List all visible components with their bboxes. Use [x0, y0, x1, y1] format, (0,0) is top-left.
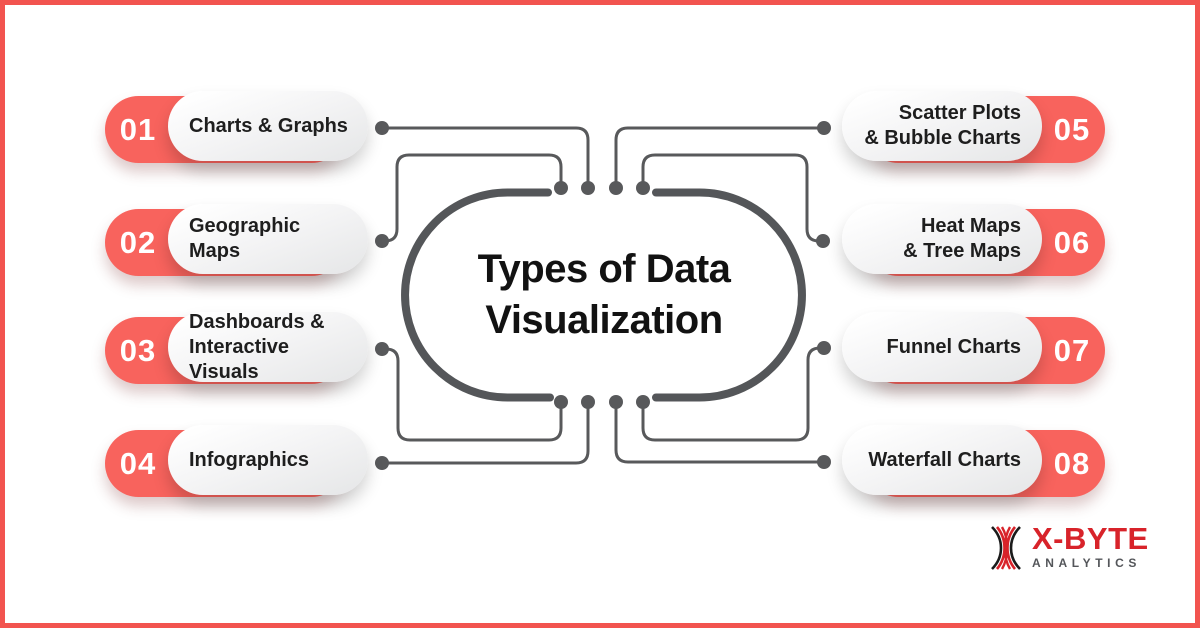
label-pill: [168, 425, 368, 495]
connector-item-03: [382, 347, 563, 442]
capsule-dot-top-2: [581, 181, 595, 195]
brand-subtitle: ANALYTICS: [1032, 556, 1141, 570]
item-geographic-maps: 02 Geographic Maps: [105, 204, 385, 278]
capsule-dot-top-1: [554, 181, 568, 195]
item-label: Waterfall Charts: [842, 425, 1042, 495]
item-charts-and-graphs: 01 Charts & Graphs: [105, 91, 385, 165]
label-pill: [168, 312, 368, 382]
capsule-dot-top-3: [609, 181, 623, 195]
item-funnel-charts: 07 Funnel Charts: [825, 312, 1105, 386]
label-pill: [168, 204, 368, 274]
item-waterfall-charts: 08 Waterfall Charts: [825, 425, 1105, 499]
brand-name: X-BYTE: [1032, 521, 1149, 556]
label-line: & Bubble Charts: [864, 127, 1021, 149]
label-line: Infographics: [189, 448, 310, 471]
brand-text: X-BYTE ANALYTICS: [1032, 521, 1149, 570]
label-line: Heat Maps: [920, 215, 1021, 237]
item-number: 08: [1053, 445, 1091, 481]
item-label: Charts & Graphs: [168, 91, 368, 161]
label-line: & Tree Maps: [903, 240, 1021, 262]
connector-item-02: [382, 153, 563, 243]
item-label: Infographics: [168, 425, 368, 495]
item-infographics: 04 Infographics: [105, 425, 385, 499]
label-line: Waterfall Charts: [868, 448, 1021, 471]
label-pill: [842, 425, 1042, 495]
label-line: Charts & Graphs: [189, 114, 348, 137]
connector-item-06: [641, 153, 823, 243]
label-line: Funnel Charts: [886, 335, 1021, 358]
label-line: Dashboards &: [189, 310, 325, 333]
item-number: 02: [119, 224, 157, 260]
item-number: 07: [1053, 332, 1091, 368]
item-dashboards-interactive-visuals: 03 Dashboards & Interactive Visuals: [105, 310, 385, 386]
item-number: 04: [119, 445, 157, 481]
label-line: Geographic Maps: [189, 215, 301, 262]
brand-logo: X-BYTE ANALYTICS: [989, 521, 1149, 572]
label-pill: [842, 91, 1042, 161]
item-label: Funnel Charts: [842, 312, 1042, 382]
item-label: Scatter Plots & Bubble Charts: [842, 91, 1042, 161]
item-number: 06: [1053, 224, 1091, 260]
item-heat-maps-tree-maps: 06 Heat Maps & Tree Maps: [825, 204, 1105, 278]
label-pill: [842, 204, 1042, 274]
connector-item-07: [641, 346, 824, 442]
title-line-1: Types of Data: [477, 247, 731, 291]
item-number: 01: [119, 111, 157, 147]
capsule-dot-bottom-1: [554, 395, 568, 409]
item-scatter-plots-bubble-charts: 05 Scatter Plots & Bubble Charts: [825, 91, 1105, 165]
item-label: Dashboards & Interactive Visuals: [168, 310, 368, 383]
label-line: Interactive Visuals: [189, 335, 290, 383]
connector-item-05: [614, 126, 824, 188]
page-title: Types of Data Visualization: [405, 244, 803, 346]
title-line-2: Visualization: [485, 298, 723, 342]
item-label: Geographic Maps: [168, 204, 368, 274]
capsule-dot-bottom-3: [609, 395, 623, 409]
capsule-dot-bottom-2: [581, 395, 595, 409]
label-pill: [842, 312, 1042, 382]
connector-item-01: [382, 126, 590, 188]
label-pill: [168, 91, 368, 161]
item-number: 03: [119, 332, 157, 368]
item-number: 05: [1053, 111, 1091, 147]
capsule-dot-top-4: [636, 181, 650, 195]
connector-item-08: [614, 402, 824, 464]
label-line: Scatter Plots: [898, 102, 1021, 124]
capsule-dot-bottom-4: [636, 395, 650, 409]
connector-item-04: [382, 402, 590, 465]
xbyte-logo-icon: [991, 526, 1021, 570]
item-label: Heat Maps & Tree Maps: [842, 204, 1042, 274]
